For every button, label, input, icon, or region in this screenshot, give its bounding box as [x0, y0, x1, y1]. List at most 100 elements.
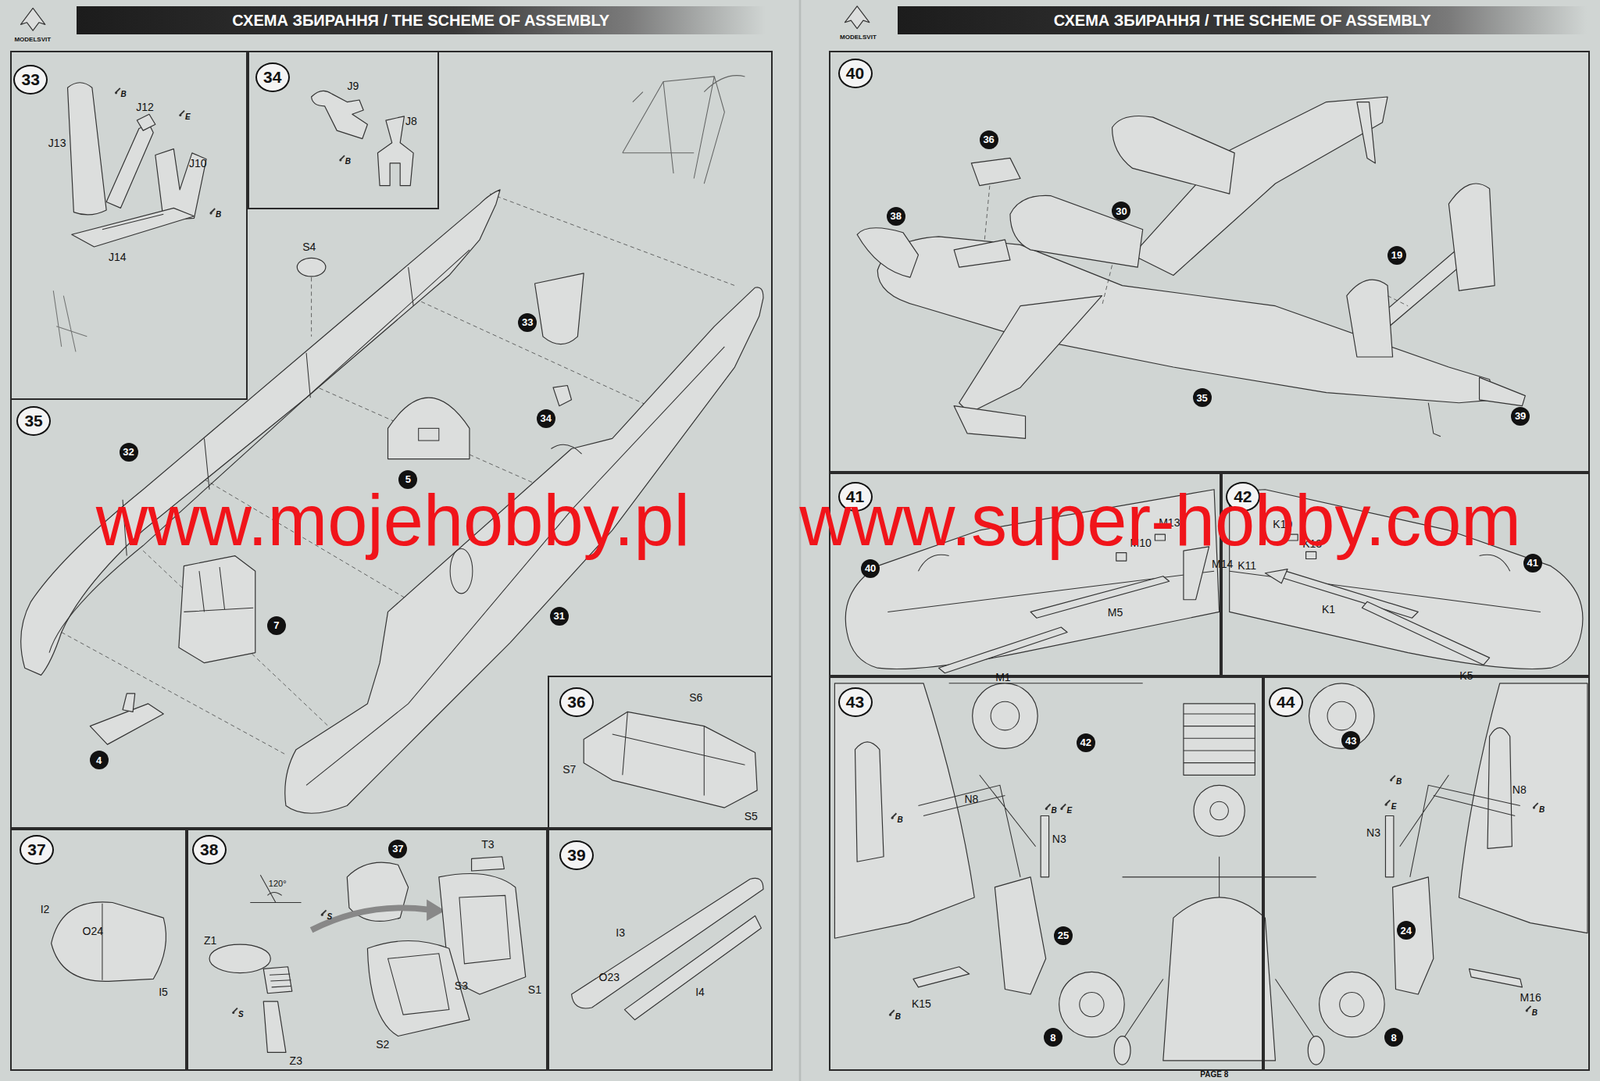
glue-marker: E	[1066, 806, 1072, 815]
illustration-shape	[263, 1001, 286, 1053]
callout-number: 34	[536, 409, 556, 429]
glue-icon	[339, 154, 345, 161]
part-label: J8	[405, 114, 418, 128]
glue-icon	[1389, 775, 1396, 782]
glue-icon	[178, 110, 185, 117]
illustration-shape	[971, 157, 1021, 186]
illustration-shape	[624, 915, 761, 1020]
canopy-part	[583, 711, 758, 808]
illustration-shape	[857, 228, 918, 278]
part-label: O24	[82, 925, 104, 938]
step-number: 44	[1268, 687, 1304, 718]
part-label: S4	[302, 240, 316, 254]
part-label: S5	[744, 810, 758, 823]
part-label: J13	[48, 136, 67, 150]
illustration-shape	[913, 967, 970, 988]
callout-number: 41	[1523, 553, 1543, 573]
part-label: S3	[454, 979, 468, 993]
callout-number: 40	[860, 559, 880, 579]
illustration-shape	[367, 940, 470, 1036]
glue-drop	[321, 914, 324, 917]
illustration-shape	[296, 257, 326, 277]
glue-drop	[1385, 803, 1388, 807]
glue-drop	[178, 114, 182, 117]
illustration-shape	[418, 428, 440, 441]
illustration-shape	[1339, 992, 1365, 1017]
glue-icon	[1385, 800, 1391, 807]
illustration-shape	[388, 953, 450, 1015]
callout-number: 25	[1053, 926, 1073, 946]
part-label: N8	[1512, 783, 1527, 797]
illustration-shape	[612, 711, 746, 796]
step-number: 43	[838, 687, 873, 718]
step-panel: 38	[186, 828, 548, 1072]
illustration-shape	[1122, 978, 1317, 1040]
control-parts	[311, 75, 746, 186]
step-number: 34	[255, 62, 290, 93]
illustration-shape	[553, 385, 572, 407]
callout-number: 36	[979, 130, 999, 150]
part-label: M14	[1211, 557, 1233, 571]
step-panel: 35	[10, 50, 773, 829]
illustration-shape	[471, 857, 505, 872]
illustration-shape	[1114, 1036, 1131, 1066]
part-label: M16	[1520, 991, 1542, 1004]
illustration-shape	[20, 7, 45, 31]
part-label: Z3	[289, 1054, 303, 1068]
illustration-shape	[67, 82, 108, 215]
callout-number: 8	[1043, 1028, 1063, 1047]
callout-number: 35	[1192, 388, 1212, 408]
glue-marker: B	[1396, 777, 1402, 786]
illustration-shape	[994, 877, 1046, 995]
illustration-shape	[1400, 775, 1521, 878]
part-label: J9	[347, 79, 360, 93]
step-number: 33	[13, 64, 48, 95]
illustration-shape	[855, 742, 885, 862]
glue-marker: S	[238, 1010, 244, 1019]
glue-marker: E	[1391, 801, 1397, 811]
glue-drop	[1389, 778, 1393, 782]
illustration-shape	[622, 75, 746, 184]
callout-number: 4	[89, 750, 109, 770]
tail-boom	[571, 878, 764, 1020]
illustration-shape	[949, 682, 1143, 684]
illustration-shape	[1385, 816, 1393, 878]
illustration-shape	[1079, 992, 1104, 1017]
illustration-shape	[1346, 279, 1393, 358]
illustration-shape	[1327, 701, 1357, 731]
callout-number: 33	[517, 313, 537, 333]
illustration-shape	[844, 6, 869, 29]
step-panel: 40	[828, 50, 1590, 472]
illustration-shape	[972, 683, 1039, 750]
glue-drop	[889, 1014, 892, 1017]
part-label: I5	[158, 985, 168, 999]
illustration-shape	[1458, 683, 1588, 934]
part-label: J12	[135, 100, 154, 114]
glue-drop	[209, 211, 212, 215]
glue-marker: B	[895, 1011, 901, 1021]
illustration-shape	[1469, 968, 1523, 988]
glue-drop	[339, 158, 342, 161]
part-label: S1	[528, 983, 542, 997]
callout-number: 19	[1387, 246, 1407, 265]
watermark: www.super-hobby.com	[799, 479, 1522, 562]
illustration-shape	[269, 974, 291, 988]
header-band: СХЕМА ЗБИРАННЯ / THE SCHEME OF ASSEMBLY	[897, 6, 1587, 36]
illustration-shape	[1183, 703, 1255, 775]
page-number: PAGE 8	[1200, 1070, 1229, 1079]
part-label: Z1	[203, 934, 217, 947]
illustration-shape	[1357, 102, 1376, 164]
glue-drop	[1525, 1009, 1529, 1012]
part-label: S7	[562, 763, 576, 776]
illustration-shape	[1448, 183, 1495, 291]
aircraft	[857, 96, 1525, 439]
fuselage-halves	[21, 189, 764, 814]
step-number: 35	[16, 406, 51, 436]
illustration-shape	[877, 236, 1495, 404]
step-number: 39	[559, 840, 594, 871]
illustration-shape	[1030, 576, 1170, 619]
glue-marker: B	[215, 210, 222, 219]
callout-number: 24	[1396, 921, 1416, 940]
glue-drop	[891, 817, 894, 820]
